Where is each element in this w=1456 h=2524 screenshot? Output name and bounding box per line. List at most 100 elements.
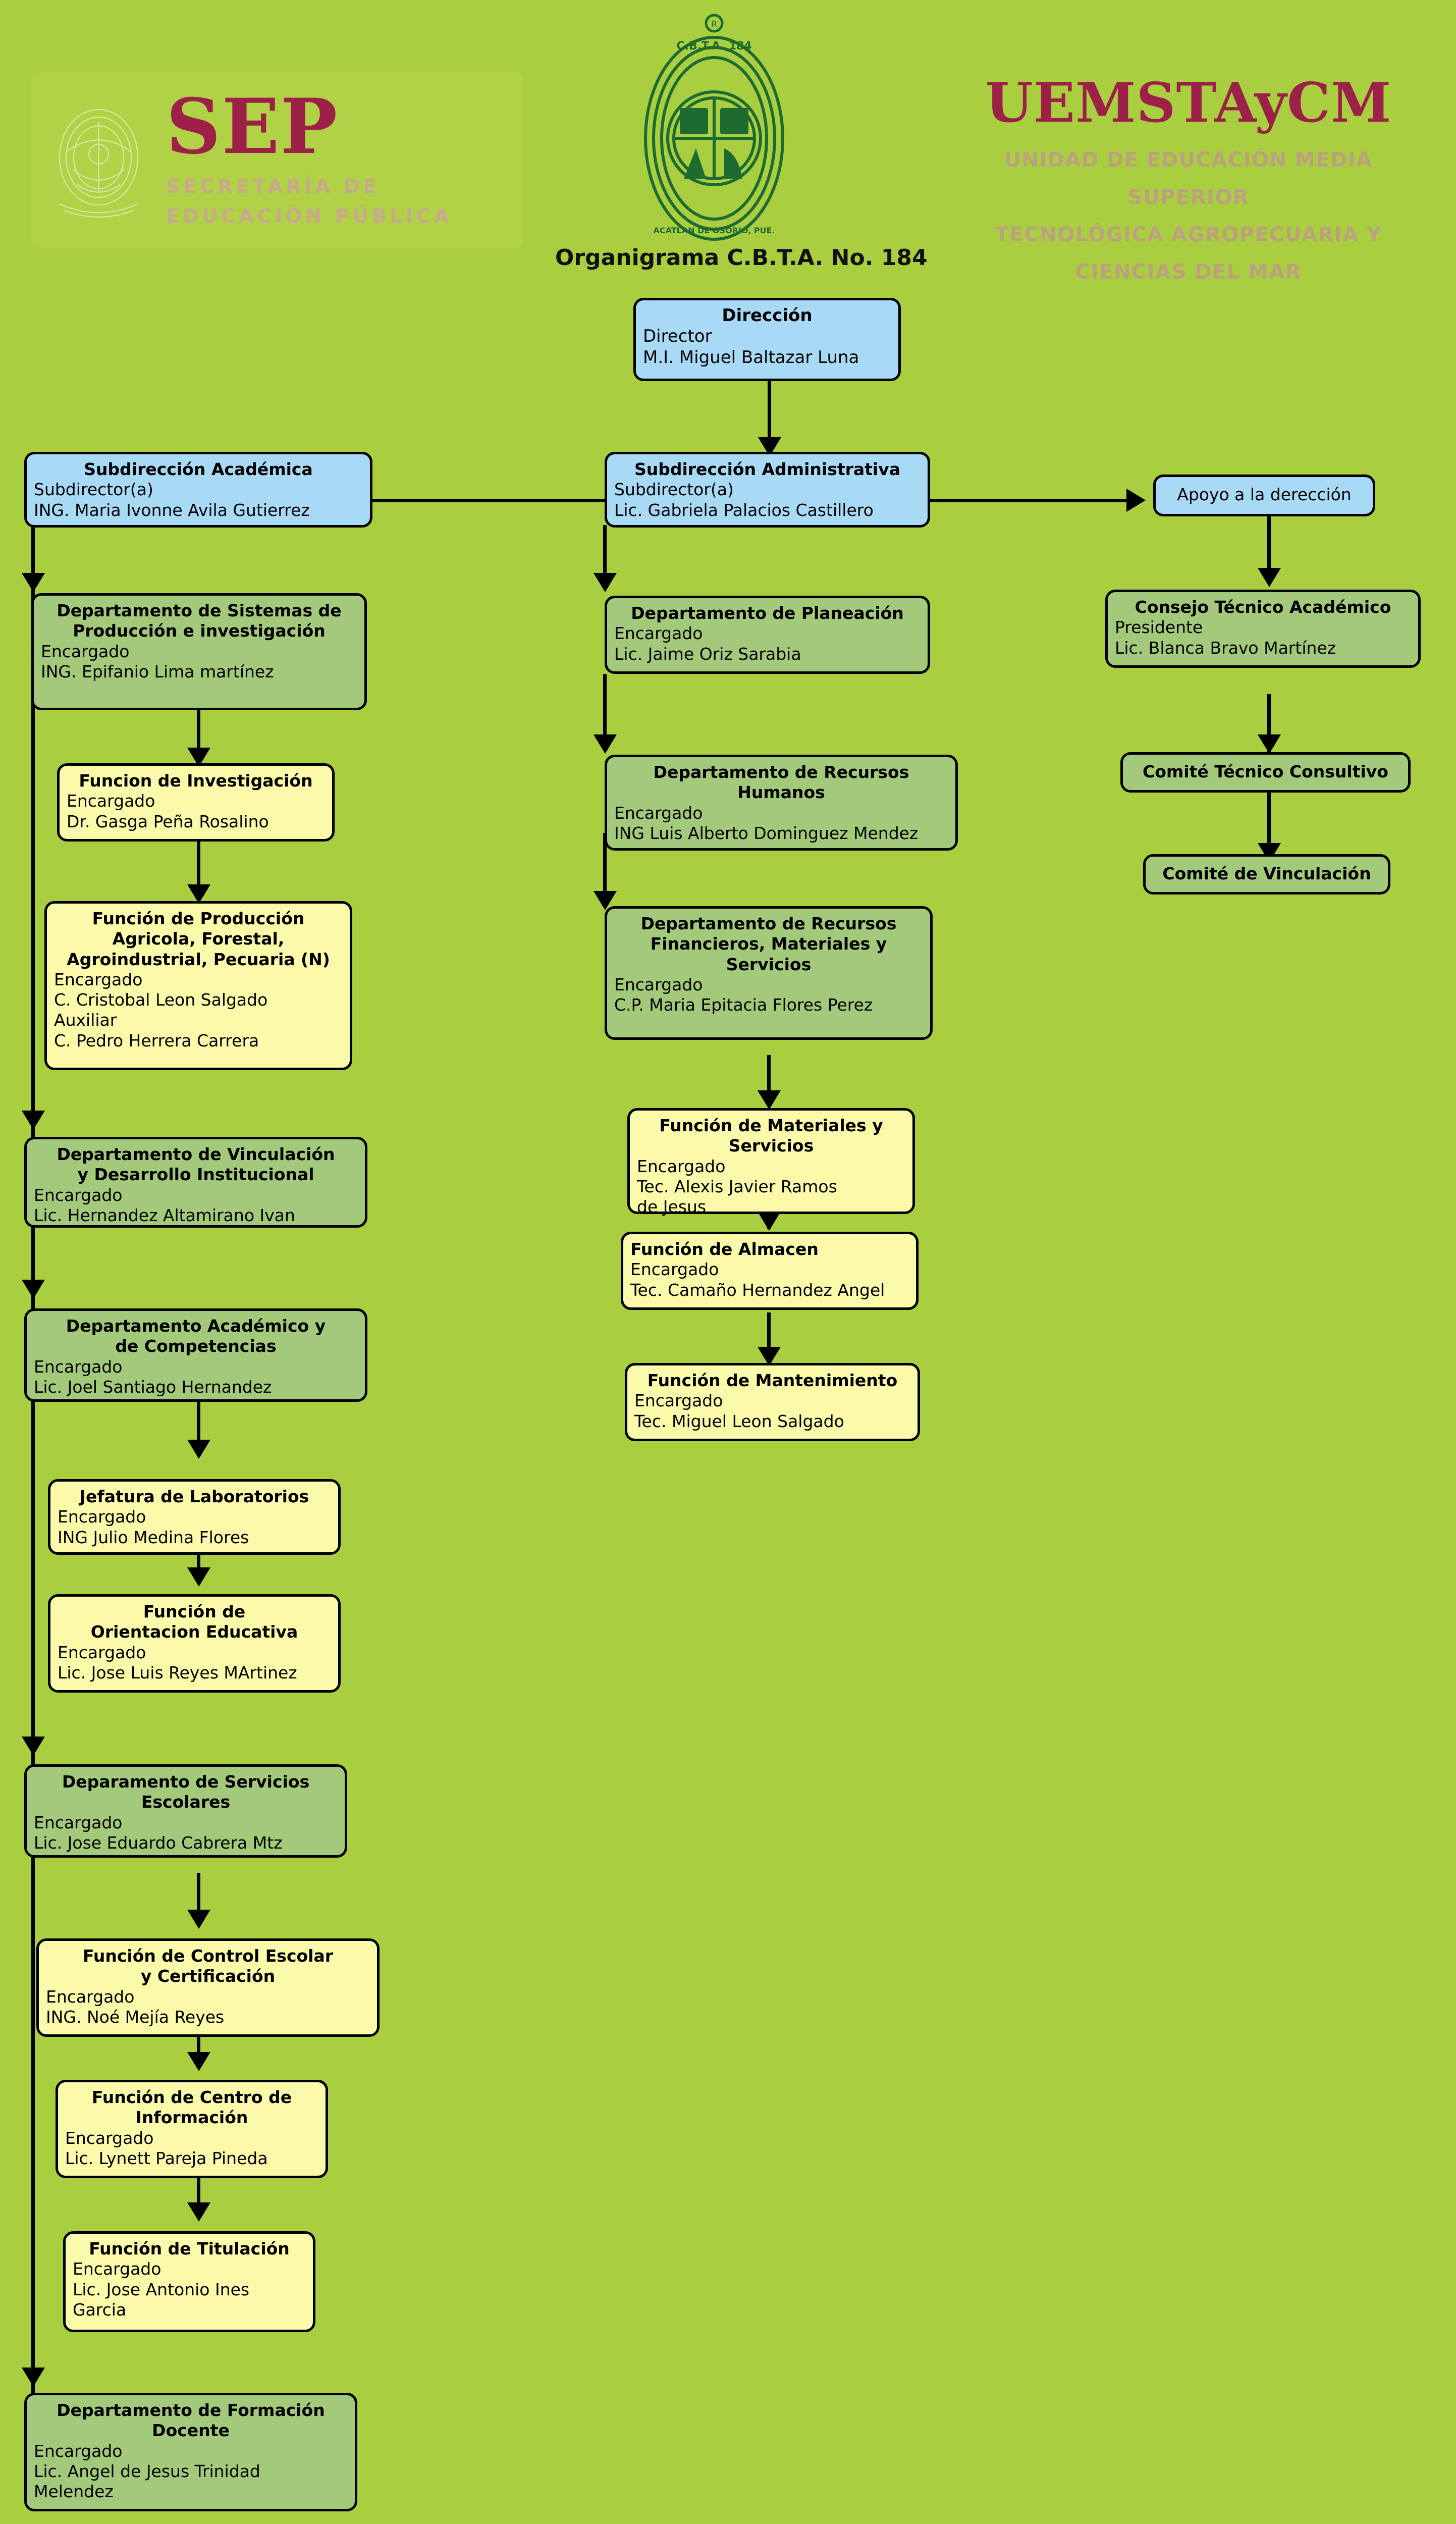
node-funcion-control-escolar[interactable]: Función de Control Escolar y Certificaci… xyxy=(36,1938,380,2037)
node-apoyo-direccion[interactable]: Apoyo a la derección xyxy=(1153,475,1375,516)
node-consejo-tecnico-academico[interactable]: Consejo Técnico Académico Presidente Lic… xyxy=(1105,590,1421,668)
node-dep-academico-name: Lic. Joel Santiago Hernandez xyxy=(34,1377,272,1397)
node-dep-sistemas-name: ING. Epifanio Lima martínez xyxy=(41,661,274,681)
cbta-184-seal-icon: R C.B.T.A. 184 ACATLAN DE OSORIO, PUE. xyxy=(613,9,815,246)
node-departamento-sistemas-produccion[interactable]: Departamento de Sistemas de Producción e… xyxy=(31,593,367,710)
node-departamento-vinculacion[interactable]: Departamento de Vinculación y Desarrollo… xyxy=(24,1137,367,1228)
node-funcion-produccion[interactable]: Función de Producción Agricola, Forestal… xyxy=(44,901,352,1070)
node-dep-academico-title-l2: de Competencias xyxy=(115,1336,277,1356)
node-fun-mantenimiento-title: Función de Mantenimiento xyxy=(647,1371,898,1390)
node-departamento-academico-competencias[interactable]: Departamento Académico y de Competencias… xyxy=(24,1308,367,1402)
node-direccion[interactable]: Dirección Director M.I. Miguel Baltazar … xyxy=(633,298,901,381)
node-dep-academico-title-l1: Departamento Académico y xyxy=(66,1316,326,1336)
node-funcion-titulacion[interactable]: Función de Titulación Encargado Lic. Jos… xyxy=(63,2231,315,2332)
connector-direccion-down xyxy=(768,380,771,446)
node-dep-rfms-name: C.P. Maria Epitacia Flores Perez xyxy=(614,995,873,1015)
node-dep-formacion-title-l2: Docente xyxy=(152,2421,230,2441)
node-dep-rh-name: ING Luis Alberto Dominguez Mendez xyxy=(614,823,919,843)
arrow-to-fun-mantenimiento xyxy=(758,1347,781,1366)
connector-investigacion-down xyxy=(197,840,200,896)
node-comite-vinculacion[interactable]: Comité de Vinculación xyxy=(1143,854,1390,895)
node-dep-sistemas-title-l2: Producción e investigación xyxy=(73,621,326,641)
arrow-to-dep-academico xyxy=(22,1280,45,1299)
node-dep-sistemas-role: Encargado xyxy=(41,641,130,661)
connector-sistemas-down xyxy=(197,709,200,757)
svg-text:C.B.T.A. 184: C.B.T.A. 184 xyxy=(676,40,751,52)
arrow-to-dep-servicios xyxy=(22,1737,45,1756)
node-fun-centro-info-title-l2: Información xyxy=(135,2108,248,2128)
sep-subtitle-line2: EDUCACIÓN PÚBLICA xyxy=(166,205,453,227)
node-dep-planeacion-name: Lic. Jaime Oriz Sarabia xyxy=(614,644,801,664)
node-subdir-academica-name: ING. Maria Ivonne Avila Gutierrez xyxy=(34,500,310,520)
node-dep-sistemas-title-l1: Departamento de Sistemas de xyxy=(57,601,342,620)
connector-control-down xyxy=(197,2014,200,2065)
node-comite-vinculacion-title: Comité de Vinculación xyxy=(1162,863,1371,883)
node-dep-rfms-title-l1: Departamento de Recursos xyxy=(640,914,897,933)
arrow-to-fun-orientacion xyxy=(187,1567,210,1587)
node-subdir-academica-role: Subdirector(a) xyxy=(34,480,153,500)
node-subdir-academica-title: Subdirección Académica xyxy=(84,459,313,479)
node-dep-planeacion-title: Departamento de Planeación xyxy=(631,603,904,623)
node-fun-almacen-title: Función de Almacen xyxy=(630,1239,819,1259)
sep-acronym: SEP xyxy=(166,82,339,172)
node-funcion-centro-informacion[interactable]: Función de Centro de Información Encarga… xyxy=(56,2080,328,2178)
node-funcion-almacen[interactable]: Función de Almacen Encargado Tec. Camaño… xyxy=(621,1232,919,1310)
uemstaycm-line1: UNIDAD DE EDUCACIÓN MEDIA SUPERIOR xyxy=(1004,148,1373,209)
connector-almacen-down xyxy=(767,1312,771,1360)
node-fun-centro-info-role: Encargado xyxy=(65,2128,154,2148)
connector-consultivo-down xyxy=(1267,790,1271,861)
node-fun-produccion-name2: C. Pedro Herrera Carrera xyxy=(54,1030,259,1050)
node-dep-rh-title-l2: Humanos xyxy=(737,782,825,803)
node-fun-produccion-title-l1: Función de Producción xyxy=(92,909,305,928)
arrow-to-comite-consultivo xyxy=(1258,734,1281,754)
node-dep-servicios-title-l1: Deparamento de Servicios xyxy=(62,1772,310,1792)
connector-admin-down xyxy=(603,525,607,581)
node-subdireccion-academica[interactable]: Subdirección Académica Subdirector(a) IN… xyxy=(24,452,372,528)
node-apoyo-title: Apoyo a la derección xyxy=(1177,485,1352,505)
node-departamento-planeacion[interactable]: Departamento de Planeación Encargado Lic… xyxy=(605,596,930,674)
arrow-to-dep-formacion xyxy=(22,2368,45,2387)
node-dep-vinculacion-name: Lic. Hernandez Altamirano Ivan xyxy=(34,1205,295,1225)
arrow-to-fun-produccion xyxy=(187,884,210,904)
node-funcion-materiales-servicios[interactable]: Función de Materiales y Servicios Encarg… xyxy=(627,1108,915,1217)
arrow-to-fun-materiales xyxy=(758,1090,781,1110)
node-jefatura-laboratorios[interactable]: Jefatura de Laboratorios Encargado ING J… xyxy=(48,1479,341,1555)
node-subdireccion-administrativa[interactable]: Subdirección Administrativa Subdirector(… xyxy=(605,452,930,528)
node-funcion-orientacion-educativa[interactable]: Función de Orientacion Educativa Encarga… xyxy=(48,1594,341,1693)
node-dep-vinculacion-title-l2: y Desarrollo Institucional xyxy=(77,1165,314,1185)
node-fun-investigacion-name: Dr. Gasga Peña Rosalino xyxy=(67,811,269,831)
node-departamento-recursos-humanos[interactable]: Departamento de Recursos Humanos Encarga… xyxy=(605,755,958,851)
connector-admin-to-apoyo xyxy=(929,499,1130,502)
svg-text:ACATLAN DE OSORIO, PUE.: ACATLAN DE OSORIO, PUE. xyxy=(653,226,775,235)
node-funcion-mantenimiento[interactable]: Función de Mantenimiento Encargado Tec. … xyxy=(625,1363,920,1441)
node-dep-rfms-role: Encargado xyxy=(614,974,703,994)
node-fun-almacen-role: Encargado xyxy=(630,1259,719,1280)
node-fun-produccion-title-l3: Agroindustrial, Pecuaria (N) xyxy=(67,949,330,969)
node-consejo-role: Presidente xyxy=(1115,617,1203,638)
node-departamento-servicios-escolares[interactable]: Deparamento de Servicios Escolares Encar… xyxy=(24,1764,347,1858)
arrow-to-consejo-tecnico xyxy=(1258,568,1281,587)
node-funcion-investigacion[interactable]: Funcion de Investigación Encargado Dr. G… xyxy=(57,763,335,842)
node-dep-formacion-name: Lic. Angel de Jesus Trinidad xyxy=(34,2461,260,2481)
node-jef-laboratorios-role: Encargado xyxy=(58,1507,146,1527)
node-comite-tecnico-consultivo[interactable]: Comité Técnico Consultivo xyxy=(1120,752,1411,793)
uemstaycm-line3: CIENCIAS DEL MAR xyxy=(1075,260,1302,284)
node-direccion-name: M.I. Miguel Baltazar Luna xyxy=(643,347,859,367)
node-fun-mantenimiento-role: Encargado xyxy=(634,1391,723,1411)
node-dep-servicios-name: Lic. Jose Eduardo Cabrera Mtz xyxy=(34,1832,283,1853)
node-dep-formacion-role: Encargado xyxy=(34,2441,123,2461)
left-spine xyxy=(31,525,35,2393)
connector-rfms-down xyxy=(767,1055,771,1103)
node-departamento-formacion-docente[interactable]: Departamento de Formación Docente Encarg… xyxy=(24,2393,357,2511)
node-dep-academico-role: Encargado xyxy=(34,1356,123,1377)
node-fun-titulacion-name2: Garcia xyxy=(73,2299,127,2320)
node-dep-formacion-title-l1: Departamento de Formación xyxy=(57,2400,325,2420)
connector-academico-down xyxy=(197,1401,200,1451)
node-fun-titulacion-role: Encargado xyxy=(73,2259,161,2279)
node-consejo-name: Lic. Blanca Bravo Martínez xyxy=(1115,638,1336,658)
arrow-to-fun-titulacion xyxy=(187,2202,210,2222)
connector-servicios-down xyxy=(197,1873,200,1921)
arrow-to-dep-vinculacion xyxy=(22,1111,45,1130)
node-departamento-recursos-financieros[interactable]: Departamento de Recursos Financieros, Ma… xyxy=(605,906,933,1040)
